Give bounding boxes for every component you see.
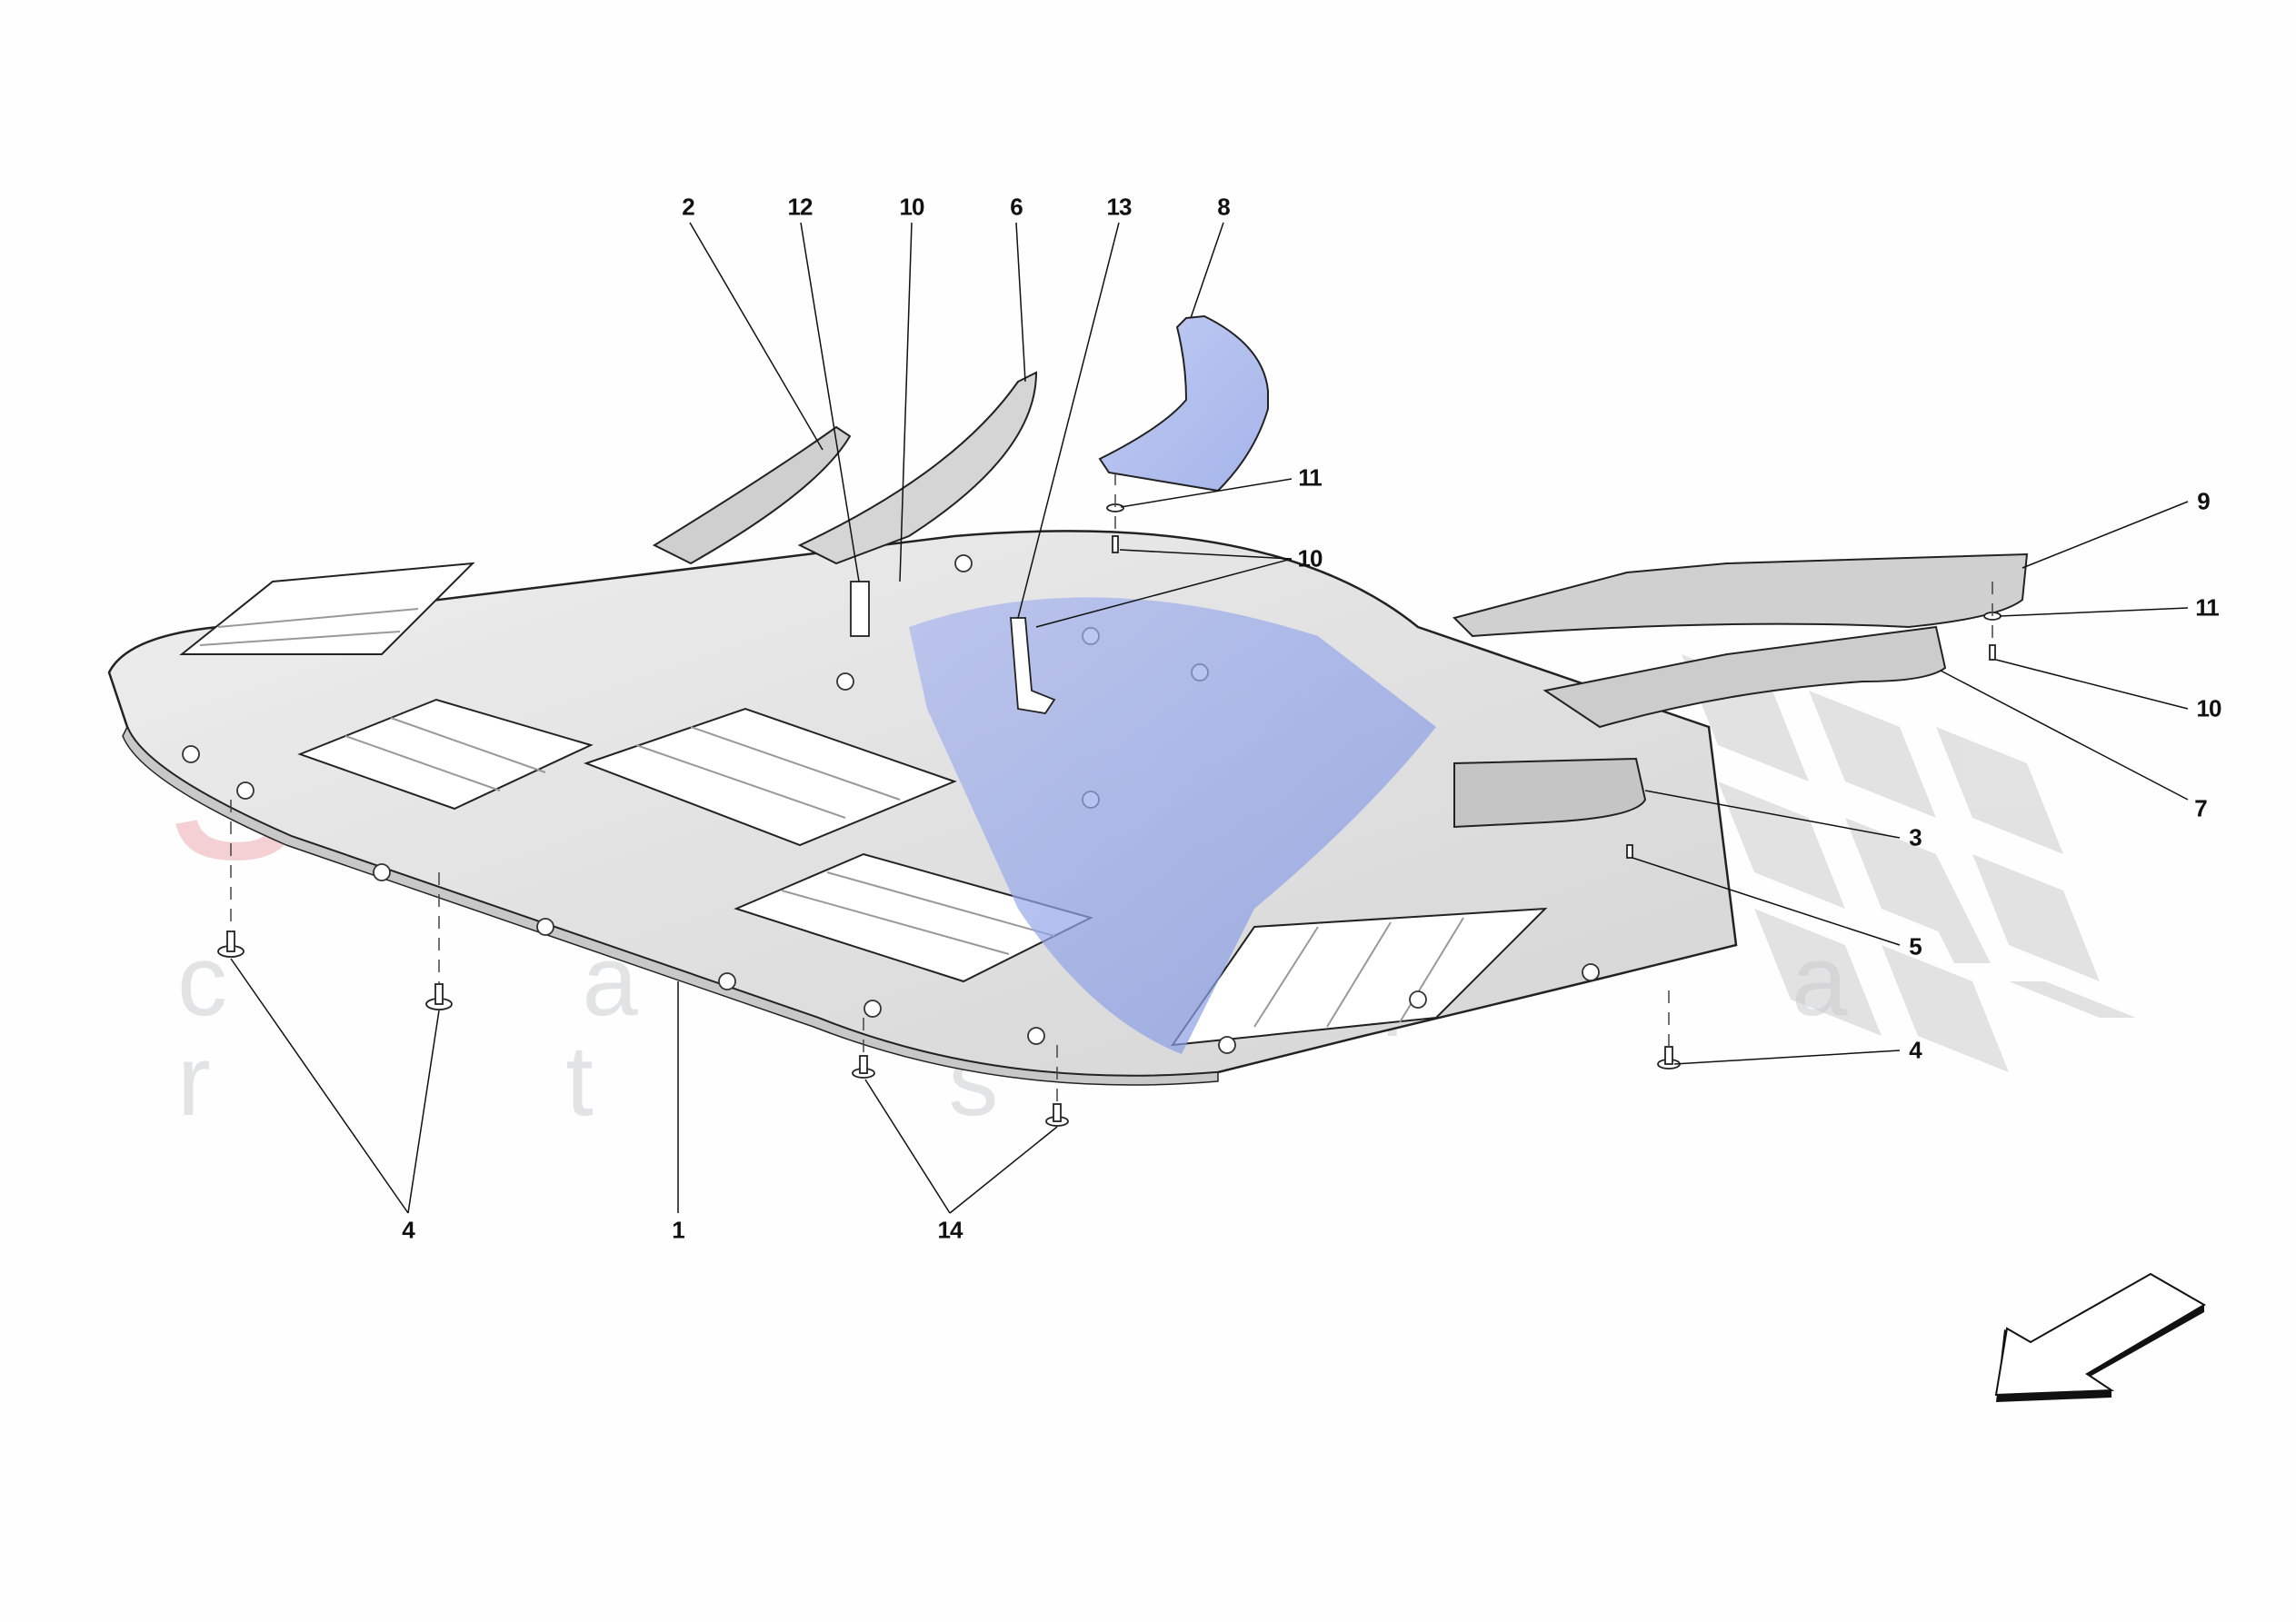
part-8-rear-corner-panel [1098, 314, 1269, 493]
part-7-rear-side-strip [1542, 625, 1947, 729]
part-1-main-floor-panel [107, 530, 1738, 1086]
callout-3: 3 [1909, 823, 1922, 851]
callout-8: 8 [1217, 193, 1231, 221]
callout-12: 12 [787, 193, 814, 221]
callout-10: 10 [899, 193, 925, 221]
callout-7: 7 [2194, 794, 2208, 822]
front-direction-arrow-icon [1994, 1272, 2206, 1402]
assembly-lines [230, 473, 1993, 1104]
callout-5: 5 [1909, 932, 1922, 960]
callout-9: 9 [2197, 487, 2211, 515]
callout-10: 10 [2196, 694, 2222, 722]
callout-10: 10 [1297, 544, 1323, 572]
callout-14: 14 [937, 1216, 963, 1244]
callout-11: 11 [1298, 463, 1322, 492]
part-3-rear-panel [1453, 757, 1647, 829]
callout-2: 2 [682, 193, 695, 221]
leader-lines [230, 222, 2189, 1214]
callout-11: 11 [2195, 593, 2219, 622]
part-2-front-side-strip [652, 425, 852, 565]
callout-4: 4 [402, 1216, 415, 1244]
callout-6: 6 [1010, 193, 1023, 221]
callout-4: 4 [1909, 1036, 1922, 1064]
part-9-rear-side-strip [1452, 552, 2029, 638]
callout-1: 1 [672, 1216, 685, 1244]
part-6-side-strip [797, 371, 1038, 565]
callout-13: 13 [1106, 193, 1133, 221]
